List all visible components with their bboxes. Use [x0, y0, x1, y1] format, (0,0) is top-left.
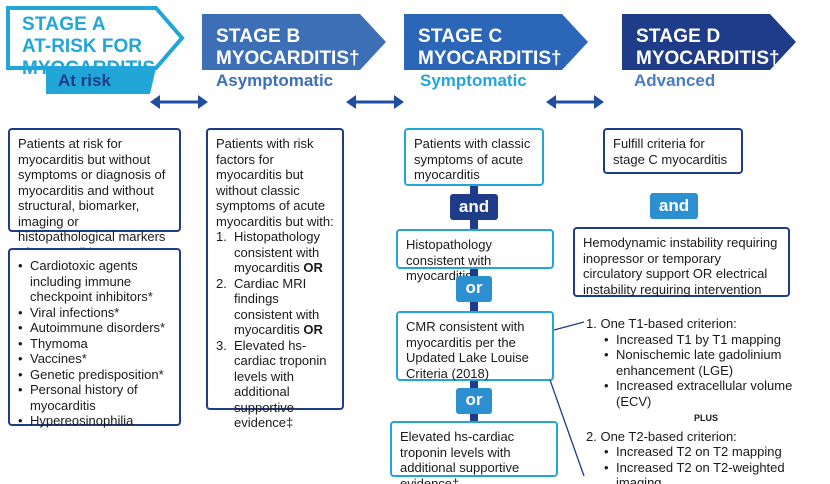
- stage-d-chevron: [622, 14, 796, 70]
- risk-factor-item: Personal history of myocarditis: [18, 382, 171, 413]
- stage-c-histo: Histopathology consistent with myocardit…: [406, 237, 492, 283]
- stage-a-risk-factors-box: Cardiotoxic agents including immune chec…: [8, 248, 181, 429]
- t2-criterion-item: Increased T2 on T2-weighted imaging: [604, 460, 826, 484]
- stage-a-definition: Patients at risk for myocarditis but wit…: [18, 136, 166, 260]
- stage-c-and-pill: and: [450, 194, 498, 220]
- risk-factor-item: Autoimmune disorders*: [18, 320, 171, 336]
- stage-d-hemodynamic-box: Hemodynamic instability requiring inopre…: [573, 227, 790, 297]
- stage-b-title: STAGE B: [216, 26, 301, 47]
- lake-louise-criteria: 1. One T1-based criterion: Increased T1 …: [586, 316, 826, 484]
- stage-b-box: Patients with risk factors for myocardit…: [206, 128, 344, 430]
- stage-d-tab: Advanced: [634, 71, 716, 90]
- stage-c-cmr: CMR consistent with myocarditis per the …: [406, 319, 529, 381]
- t2-criterion-title: 2. One T2-based criterion:: [586, 428, 737, 444]
- double-arrow-b-c: [346, 95, 404, 109]
- stage-b-criterion: 3. Elevated hs-cardiac troponin levels w…: [216, 338, 334, 431]
- risk-factor-item: Vaccines*: [18, 351, 171, 367]
- stage-b-criterion-number: 2.: [216, 275, 227, 291]
- stage-b-subtitle: MYOCARDITIS†: [216, 48, 360, 69]
- risk-factor-item: Genetic predisposition*: [18, 367, 171, 383]
- stage-b-chevron: [202, 14, 386, 70]
- stage-b-criterion-text: Cardiac MRI findings consistent with myo…: [234, 275, 320, 338]
- stage-a-title: STAGE A: [22, 14, 106, 35]
- stage-c-chevron: [404, 14, 588, 70]
- stage-b-criterion-or: OR: [303, 260, 323, 275]
- t1-criterion-item: Increased T1 by T1 mapping: [604, 332, 826, 348]
- stage-a-definition-box: Patients at risk for myocarditis but wit…: [8, 128, 181, 260]
- stage-b-criterion-or: OR: [303, 322, 323, 337]
- stage-d-criteria: Fulfill criteria for stage C myocarditis: [613, 136, 728, 167]
- double-arrow-c-d: [546, 95, 604, 109]
- double-arrow-a-b: [150, 95, 208, 109]
- stage-d-hemodynamic: Hemodynamic instability requiring inopre…: [583, 235, 778, 297]
- t1-criterion-item: Nonischemic late gadolinium enhancement …: [604, 347, 826, 378]
- stage-c-or-pill-2: or: [456, 388, 492, 414]
- stage-b-criteria-list: 1. Histopathology consistent with myocar…: [216, 229, 334, 431]
- stage-d-header: STAGE D MYOCARDITIS† Advanced: [620, 6, 810, 94]
- t2-criterion-list: Increased T2 on T2 mapping Increased T2 …: [586, 444, 826, 484]
- t1-criterion-item: Increased extracellular volume (ECV): [604, 378, 826, 409]
- risk-factor-item: Hypereosinophilia: [18, 413, 171, 429]
- stage-c-histo-box: Histopathology consistent with myocardit…: [396, 229, 554, 283]
- stage-c-header: STAGE C MYOCARDITIS† Symptomatic: [402, 6, 592, 94]
- stage-c-cmr-box: CMR consistent with myocarditis per the …: [396, 311, 554, 381]
- t1-criterion-title: 1. One T1-based criterion:: [586, 316, 737, 331]
- stage-d-criteria-box: Fulfill criteria for stage C myocarditis: [603, 128, 743, 174]
- stage-b-criterion-number: 3.: [216, 337, 227, 353]
- stage-c-or-pill-1: or: [456, 276, 492, 302]
- stage-c-troponin-box: Elevated hs-cardiac troponin levels with…: [390, 421, 558, 484]
- stage-c-tab: Symptomatic: [420, 71, 527, 90]
- stage-a-tab: At risk: [58, 71, 111, 90]
- t1-criterion-list: Increased T1 by T1 mapping Nonischemic l…: [586, 332, 826, 410]
- stage-b-intro: Patients with risk factors for myocardit…: [216, 136, 334, 229]
- stage-c-title: STAGE C: [418, 26, 503, 47]
- stage-c-subtitle: MYOCARDITIS†: [418, 48, 562, 69]
- risk-factor-item: Thymoma: [18, 336, 171, 352]
- stage-b-tab: Asymptomatic: [216, 71, 334, 90]
- plus-label: PLUS: [693, 413, 718, 423]
- stage-b-criterion: 1. Histopathology consistent with myocar…: [216, 229, 334, 276]
- t2-criterion-item: Increased T2 on T2 mapping: [604, 444, 826, 460]
- stage-c-symptoms-box: Patients with classic symptoms of acute …: [404, 128, 544, 186]
- stage-b-criterion-text: Elevated hs-cardiac troponin levels with…: [234, 337, 327, 431]
- stage-b-criterion-text: Histopathology consistent with myocardit…: [234, 229, 320, 275]
- stage-c-troponin: Elevated hs-cardiac troponin levels with…: [400, 429, 520, 484]
- stage-a-chevron: [6, 6, 185, 94]
- stage-d-and-pill: and: [650, 193, 698, 219]
- stage-a-header: STAGE A AT-RISK FOR MYOCARDITIS At risk: [6, 6, 186, 94]
- stage-b-criterion: 2. Cardiac MRI findings consistent with …: [216, 276, 334, 338]
- risk-factor-list: Cardiotoxic agents including immune chec…: [18, 258, 171, 429]
- stage-d-title: STAGE D: [636, 26, 721, 47]
- stage-c-symptoms: Patients with classic symptoms of acute …: [414, 136, 531, 182]
- stage-d-subtitle: MYOCARDITIS†: [636, 48, 780, 69]
- cmr-callout-lines: [549, 321, 585, 477]
- stage-a-subtitle: AT-RISK FOR MYOCARDITIS: [22, 36, 155, 79]
- risk-factor-item: Viral infections*: [18, 305, 171, 321]
- stage-b-header: STAGE B MYOCARDITIS† Asymptomatic: [200, 6, 390, 94]
- stage-b-criterion-number: 1.: [216, 229, 227, 244]
- risk-factor-item: Cardiotoxic agents including immune chec…: [18, 258, 171, 305]
